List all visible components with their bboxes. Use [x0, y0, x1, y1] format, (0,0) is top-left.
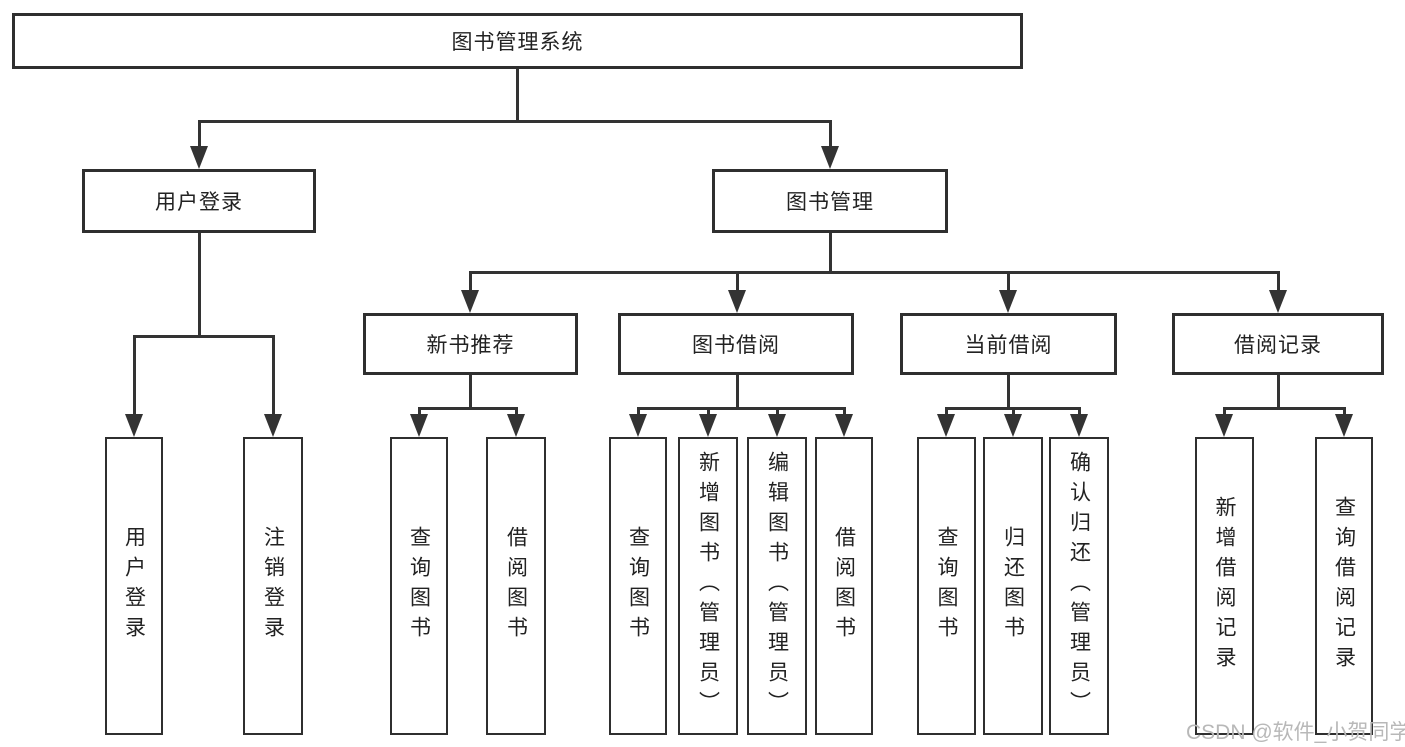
- connector-line: [418, 407, 518, 410]
- connector-line: [829, 233, 832, 271]
- arrowhead-down-icon: [699, 414, 717, 437]
- connector-line: [469, 271, 1280, 274]
- connector-line: [133, 335, 136, 417]
- node-book-management: 图书管理: [712, 169, 948, 233]
- arrowhead-down-icon: [125, 414, 143, 437]
- arrowhead-down-icon: [835, 414, 853, 437]
- leaf-return-books: 归还图书: [983, 437, 1043, 735]
- leaf-add-books-admin: 新增图书（管理员）: [678, 437, 738, 735]
- connector-line: [637, 407, 640, 418]
- leaf-label: 新增借阅记录: [1213, 496, 1236, 676]
- node-user-login: 用户登录: [82, 169, 316, 233]
- node-root: 图书管理系统: [12, 13, 1023, 69]
- arrowhead-down-icon: [461, 290, 479, 313]
- node-book-borrow: 图书借阅: [618, 313, 854, 375]
- leaf-label: 注销登录: [261, 526, 285, 646]
- leaf-query-books-recommend: 查询图书: [390, 437, 448, 735]
- connector-line: [945, 407, 948, 418]
- node-borrow-records: 借阅记录: [1172, 313, 1384, 375]
- connector-line: [1078, 407, 1081, 418]
- leaf-label: 确认归还（管理员）: [1067, 451, 1091, 721]
- connector-line: [515, 407, 518, 418]
- connector-line: [637, 407, 846, 410]
- connector-line: [829, 120, 832, 150]
- arrowhead-down-icon: [1269, 290, 1287, 313]
- node-current-borrow: 当前借阅: [900, 313, 1117, 375]
- connector-line: [198, 233, 201, 335]
- leaf-logout: 注销登录: [243, 437, 303, 735]
- arrowhead-down-icon: [1070, 414, 1088, 437]
- leaf-user-login: 用户登录: [105, 437, 163, 735]
- leaf-query-books-borrow: 查询图书: [609, 437, 667, 735]
- connector-line: [1007, 271, 1010, 293]
- connector-line: [469, 271, 472, 293]
- leaf-edit-books-admin: 编辑图书（管理员）: [747, 437, 807, 735]
- connector-line: [198, 120, 831, 123]
- leaf-query-books-current: 查询图书: [917, 437, 976, 735]
- connector-line: [707, 407, 710, 418]
- arrowhead-down-icon: [728, 290, 746, 313]
- arrowhead-down-icon: [190, 146, 208, 169]
- connector-line: [469, 375, 472, 407]
- connector-line: [133, 335, 275, 338]
- connector-line: [843, 407, 846, 418]
- connector-line: [516, 69, 519, 120]
- connector-line: [1007, 375, 1010, 407]
- arrowhead-down-icon: [507, 414, 525, 437]
- leaf-label: 借阅图书: [504, 526, 528, 646]
- leaf-label: 借阅图书: [832, 526, 856, 646]
- watermark: CSDN @软件_小贺同学: [1186, 721, 1405, 744]
- arrowhead-down-icon: [821, 146, 839, 169]
- arrowhead-down-icon: [264, 414, 282, 437]
- connector-line: [1343, 407, 1346, 418]
- connector-line: [1223, 407, 1346, 410]
- connector-line: [1277, 271, 1280, 293]
- arrowhead-down-icon: [1004, 414, 1022, 437]
- arrowhead-down-icon: [999, 290, 1017, 313]
- leaf-label: 查询图书: [626, 526, 650, 646]
- arrowhead-down-icon: [410, 414, 428, 437]
- leaf-label: 查询借阅记录: [1332, 496, 1356, 676]
- leaf-label: 查询图书: [407, 526, 431, 646]
- leaf-label: 查询图书: [935, 526, 958, 646]
- connector-line: [272, 335, 275, 417]
- arrowhead-down-icon: [937, 414, 955, 437]
- leaf-query-borrow-record: 查询借阅记录: [1315, 437, 1373, 735]
- leaf-add-borrow-record: 新增借阅记录: [1195, 437, 1254, 735]
- arrowhead-down-icon: [629, 414, 647, 437]
- connector-line: [1223, 407, 1226, 418]
- leaf-label: 归还图书: [1001, 526, 1025, 646]
- connector-line: [736, 375, 739, 407]
- connector-line: [1012, 407, 1015, 418]
- leaf-confirm-return-admin: 确认归还（管理员）: [1049, 437, 1109, 735]
- leaf-label: 新增图书（管理员）: [696, 451, 720, 721]
- connector-line: [736, 271, 739, 293]
- leaf-label: 编辑图书（管理员）: [765, 451, 789, 721]
- connector-line: [198, 120, 201, 150]
- leaf-label: 用户登录: [122, 526, 146, 646]
- connector-line: [418, 407, 421, 418]
- leaf-borrow-books: 借阅图书: [815, 437, 873, 735]
- arrowhead-down-icon: [1215, 414, 1233, 437]
- node-new-book-recommend: 新书推荐: [363, 313, 578, 375]
- leaf-borrow-books-recommend: 借阅图书: [486, 437, 546, 735]
- arrowhead-down-icon: [1335, 414, 1353, 437]
- connector-line: [776, 407, 779, 418]
- arrowhead-down-icon: [768, 414, 786, 437]
- connector-line: [1277, 375, 1280, 407]
